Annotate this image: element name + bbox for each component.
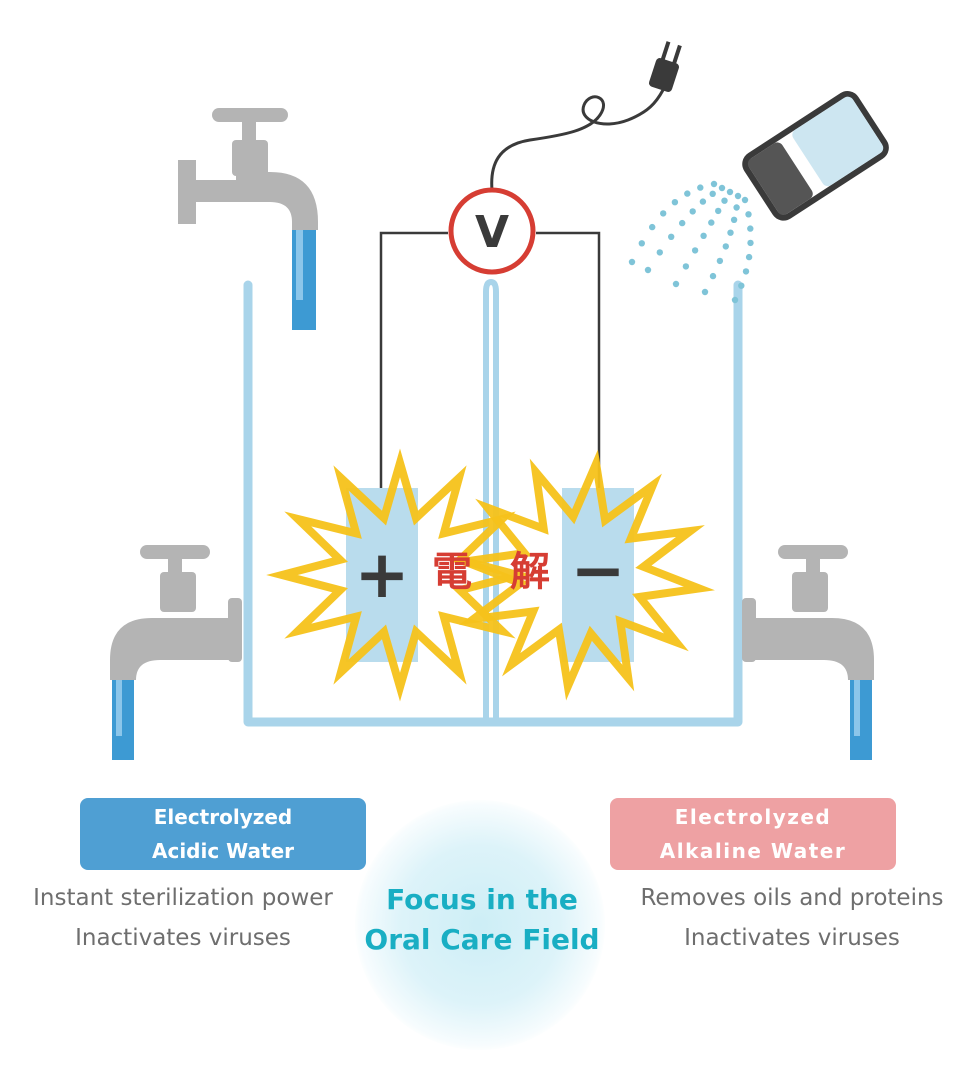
- sprinkle-dot: [738, 282, 745, 289]
- sprinkle-dot: [708, 219, 715, 226]
- sprinkle-dot: [709, 272, 717, 280]
- sprinkle-dot: [745, 253, 753, 261]
- focus-line2: Oral Care Field: [364, 923, 600, 956]
- acidic-description: Instant sterilization power Inactivates …: [0, 878, 366, 958]
- sprinkle-dot: [660, 210, 667, 217]
- sprinkle-dot: [649, 223, 656, 231]
- alkaline-desc-line2: Inactivates viruses: [684, 925, 900, 951]
- alkaline-desc-line1: Removes oils and proteins: [640, 885, 944, 911]
- electrolysis-diagram: V + − 電 解: [110, 41, 889, 760]
- sprinkle-dot: [697, 184, 704, 191]
- alkaline-description: Removes oils and proteins Inactivates vi…: [610, 878, 974, 958]
- sprinkle-dot: [718, 184, 726, 192]
- acidic-title-line1: Electrolyzed: [153, 805, 293, 829]
- sprinkle-dot: [691, 247, 699, 254]
- sprinkle-dot: [644, 266, 652, 274]
- sprinkle-dot: [727, 229, 734, 236]
- minus-symbol: −: [570, 532, 625, 609]
- voltmeter: [448, 187, 536, 275]
- sprinkle-dot: [710, 180, 718, 188]
- sprinkle-dot: [700, 232, 707, 239]
- sprinkle-dot: [715, 207, 722, 215]
- sprinkle-dot: [699, 198, 707, 205]
- sprinkle-dot: [747, 239, 754, 247]
- acidic-desc-line2: Inactivates viruses: [75, 925, 291, 951]
- alkaline-title-line1: Electrolyzed: [674, 805, 832, 829]
- sprinkle-dot: [682, 263, 690, 270]
- water-stream-bottom-left-highlight: [116, 680, 122, 736]
- faucet-bottom-right-icon: [742, 545, 874, 680]
- alkaline-water-label: Electrolyzed Alkaline Water: [610, 798, 896, 870]
- membrane: [483, 279, 499, 722]
- spark-burst-left: [266, 448, 534, 702]
- salt-shaker-icon: [742, 91, 889, 221]
- sprinkle-dot: [701, 288, 709, 296]
- sprinkle-dot: [745, 211, 752, 218]
- sprinkle-dot: [721, 197, 728, 204]
- water-stream-bottom-right: [850, 680, 872, 760]
- sprinkle-dot: [742, 268, 750, 275]
- sprinkle-dots: [628, 180, 754, 304]
- sprinkle-dot: [656, 249, 663, 256]
- power-cord: [490, 88, 665, 192]
- electrolysis-char-2: 解: [510, 549, 550, 595]
- faucet-bottom-left-icon: [110, 545, 242, 680]
- wire-left: [379, 231, 448, 488]
- sprinkle-dot: [730, 216, 738, 223]
- spark-burst-right: [449, 449, 715, 701]
- focus-heading: Focus in the Oral Care Field: [340, 880, 624, 960]
- acidic-title-line2: Acidic Water: [151, 839, 294, 863]
- electrolysis-char-1: 電: [432, 549, 472, 595]
- acidic-water-label: Electrolyzed Acidic Water: [80, 798, 366, 870]
- sprinkle-dot: [672, 280, 680, 288]
- sprinkle-dot: [734, 192, 742, 200]
- sprinkle-dot: [684, 190, 691, 197]
- sprinkle-dot: [668, 233, 675, 240]
- sprinkle-dot: [747, 225, 754, 232]
- alkaline-title-line2: Alkaline Water: [659, 839, 847, 863]
- sprinkle-dot: [689, 208, 696, 215]
- sprinkle-dot: [722, 243, 729, 250]
- water-stream-bottom-left: [112, 680, 134, 760]
- faucet-top-left-icon: [178, 108, 318, 230]
- focus-glow: [355, 800, 605, 1050]
- sprinkle-dot: [628, 258, 636, 266]
- water-stream-bottom-right-highlight: [854, 680, 860, 736]
- sprinkle-dot: [733, 204, 740, 211]
- sprinkle-dot: [679, 219, 686, 227]
- water-stream-top-left: [292, 230, 316, 330]
- focus-line1: Focus in the: [386, 883, 578, 916]
- plug-icon: [648, 41, 682, 92]
- voltmeter-label: V: [475, 207, 509, 258]
- sprinkle-dot: [671, 199, 679, 206]
- acidic-desc-line1: Instant sterilization power: [33, 885, 333, 911]
- water-stream-top-left-highlight: [296, 230, 303, 300]
- sprinkle-dot: [731, 296, 739, 304]
- sprinkle-dot: [741, 196, 749, 204]
- wire-right: [536, 231, 601, 488]
- plus-symbol: +: [354, 536, 409, 613]
- sprinkle-dot: [638, 240, 645, 247]
- sprinkle-dot: [726, 188, 734, 196]
- sprinkle-dot: [709, 190, 716, 197]
- sprinkle-dot: [716, 257, 724, 265]
